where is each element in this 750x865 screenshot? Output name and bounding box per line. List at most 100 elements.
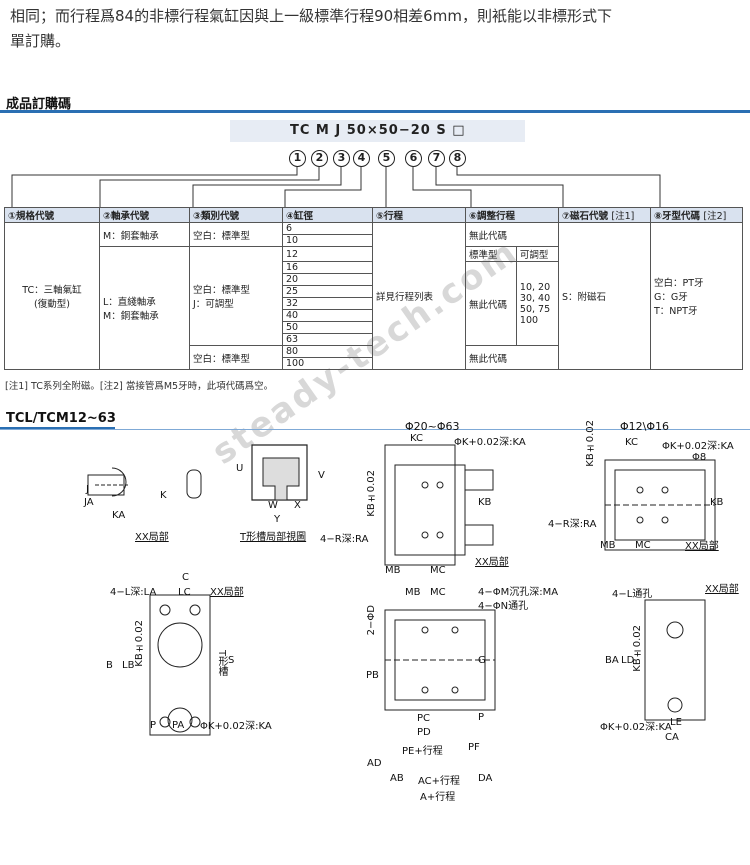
dim-u: U [236, 463, 244, 474]
category-cell-3: 空白：標準型 [189, 345, 283, 370]
label-n-through: 4−ΦN通孔 [478, 601, 529, 612]
dim-pc: PC [417, 713, 431, 724]
intro-paragraph: 相同；而行程爲84的非標行程氣缸因與上一級標準行程90相差6mm，則衹能以非標形… [10, 4, 740, 54]
label-t-slot: T形槽 [216, 650, 227, 677]
bore-cell: 10 [282, 234, 373, 247]
adjust-line-3: 50, 75 [519, 303, 551, 315]
range-label-a: Φ20~Φ63 [405, 420, 460, 433]
code-circle-3: 3 [333, 150, 350, 167]
bearing-line-m: M：銅套軸承 [103, 311, 159, 322]
dim-pa: PA [172, 720, 185, 731]
dim-ad: AD [367, 758, 382, 769]
order-section-title: 成品訂購碼 [6, 97, 72, 112]
dim-v: V [318, 470, 325, 481]
bore-cell: 6 [282, 222, 373, 235]
label-r-depth-a: 4−R深:RA [320, 534, 369, 545]
dim-ja: JA [84, 497, 94, 508]
dim-p-top: P [478, 712, 485, 723]
adjust-std-value: 無此代碼 [465, 261, 517, 346]
label-k-tol-c: ΦK+0.02深:KA [200, 721, 272, 732]
dim-kc-b: KC [625, 437, 638, 448]
dim-j: J [86, 484, 89, 495]
caption-xx-detail-4: XX局部 [210, 587, 244, 598]
section-rule [0, 110, 750, 113]
dim-ab: AB [390, 773, 404, 784]
label-ac-stroke: AC+行程 [418, 776, 461, 787]
order-code-table: ①規格代號 ②軸承代號 ③類別代號 ④缸徑 ⑤行程 ⑥調整行程 ⑦磁石代號 [注… [4, 207, 743, 370]
note1-ref: [注1] [611, 211, 635, 222]
dim-mb-a: MB [385, 565, 401, 576]
order-note: [注1] TC系列全附磁。[注2] 當接管爲M5牙時，此項代碼爲空。 [5, 381, 274, 392]
code-circle-5: 5 [378, 150, 395, 167]
dim-ld: LD [621, 655, 635, 666]
code-circle-2: 2 [311, 150, 328, 167]
bore-cell: 20 [282, 273, 373, 286]
dim-2-phid: 2−ΦD [366, 605, 377, 636]
intro-line-1: 相同；而行程爲84的非標行程氣缸因與上一級標準行程90相差6mm，則衹能以非標形… [10, 7, 612, 25]
dim-kb-right: KB [710, 497, 724, 508]
dim-w: W [268, 500, 278, 511]
dim-lb: LB [122, 660, 135, 671]
label-k-tol-d: ΦK+0.02深:KA [600, 722, 672, 733]
bore-cell: 25 [282, 285, 373, 298]
bearing-cell-2: L：直綫軸承 M：銅套軸承 [99, 246, 190, 370]
drawing-section-title: TCL/TCM12~63 [6, 411, 116, 426]
thread-line-3: T：NPT牙 [654, 306, 698, 317]
dim-pf: PF [468, 742, 480, 753]
label-l-through: 4−L通孔 [612, 589, 653, 600]
dim-lc: LC [178, 587, 191, 598]
header-category: ③類別代號 [189, 207, 283, 223]
label-m-counterbore: 4−ΦM沉孔深:MA [478, 587, 559, 598]
dim-kc-a: KC [410, 433, 423, 444]
header-adjust: ⑥調整行程 [465, 207, 559, 223]
adjust-line-2: 30, 40 [519, 292, 551, 304]
magnet-cell: S：附磁石 [558, 222, 651, 370]
code-circle-1: 1 [289, 150, 306, 167]
order-code: TC M J 50×50−20 S □ [290, 123, 466, 138]
header-bearing: ②軸承代號 [99, 207, 190, 223]
category-cell-1: 空白：標準型 [189, 222, 283, 247]
dim-le: LE [670, 717, 682, 728]
section-rule-short [0, 427, 115, 430]
adjust-line-4: 100 [519, 314, 539, 326]
header-magnet: ⑦磁石代號 [注1] [558, 207, 651, 223]
thread-line-1: 空白：PT牙 [654, 278, 704, 289]
caption-xx-detail-5: XX局部 [705, 584, 739, 595]
adjust-cell-1: 無此代碼 [465, 222, 559, 247]
header-thread-label: ⑧牙型代碼 [654, 211, 701, 222]
bore-cell: 32 [282, 297, 373, 310]
label-r-depth-b: 4−R深:RA [548, 519, 597, 530]
dim-mb-b: MB [600, 540, 616, 551]
adjust-std-label: 標準型 [465, 246, 517, 262]
section-rule-thin [0, 429, 750, 430]
dim-pd: PD [417, 727, 431, 738]
dim-s: S [228, 655, 235, 666]
code-circle-7: 7 [428, 150, 445, 167]
label-kb-a: KB±0.02 [366, 470, 377, 517]
dim-mc-b: MC [635, 540, 651, 551]
header-thread: ⑧牙型代碼 [注2] [650, 207, 743, 223]
bore-cell: 80 [282, 345, 373, 358]
label-k-tol-a: ΦK+0.02深:KA [454, 437, 526, 448]
thread-line-2: G：G牙 [654, 292, 688, 303]
spec-cell: TC：三軸氣缸 (復動型) [4, 222, 100, 370]
spec-line-2: (復動型) [34, 299, 70, 310]
dim-ca: CA [665, 732, 679, 743]
bore-cell: 50 [282, 321, 373, 334]
order-code-bar [230, 120, 525, 142]
spec-line-1: TC：三軸氣缸 [22, 285, 82, 296]
bore-cell: 63 [282, 333, 373, 346]
label-pe-stroke: PE+行程 [402, 746, 443, 757]
note2-ref: [注2] [703, 211, 727, 222]
code-circle-4: 4 [353, 150, 370, 167]
code-circle-6: 6 [405, 150, 422, 167]
dim-b: B [106, 660, 113, 671]
dim-g: G [478, 655, 486, 666]
adjust-adj-values: 10, 20 30, 40 50, 75 100 [515, 261, 560, 346]
label-a-stroke: A+行程 [420, 792, 456, 803]
dim-x: X [294, 500, 301, 511]
caption-xx-detail-3: XX局部 [685, 541, 719, 552]
bore-cell: 16 [282, 261, 373, 274]
header-magnet-label: ⑦磁石代號 [562, 211, 609, 222]
dim-mc-a: MC [430, 565, 446, 576]
